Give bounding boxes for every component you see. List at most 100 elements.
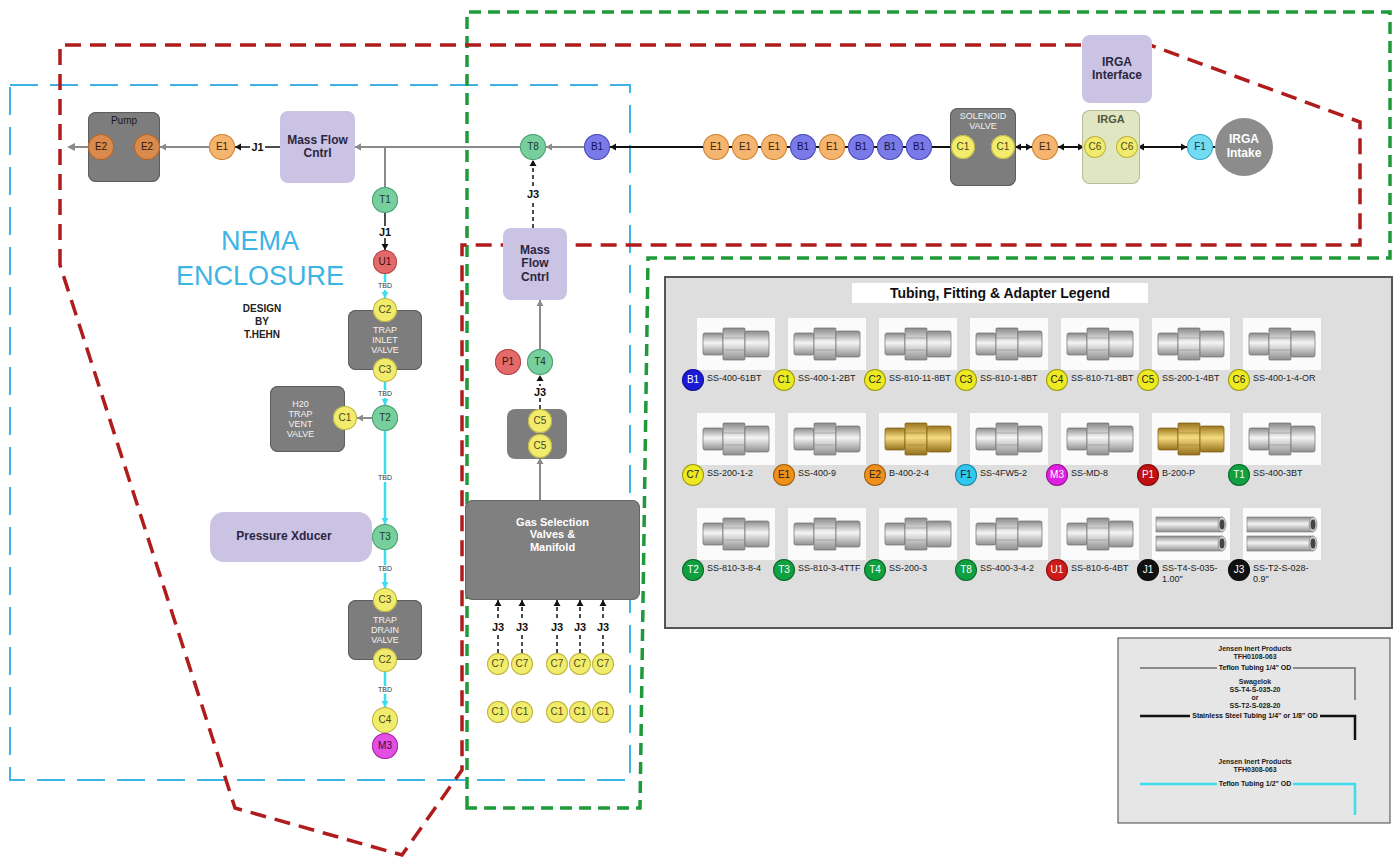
node-text: E2 — [141, 141, 153, 153]
fitting-image — [1061, 508, 1139, 560]
legend-swatch: E1 — [773, 464, 795, 486]
fitting-circle: C7 — [592, 653, 614, 675]
part-number: SS-200-3 — [889, 563, 927, 574]
fitting-circle: B1 — [790, 134, 816, 160]
part-number: SS-810-3-8-4 — [707, 563, 761, 574]
fitting-code: C6 — [1233, 375, 1246, 385]
part-number: SS-200-1-4BT — [1162, 373, 1220, 384]
pipe-connector — [357, 415, 372, 422]
pipe-connector — [160, 144, 209, 151]
legend-swatch: C1 — [773, 369, 795, 391]
arrowhead — [537, 375, 544, 381]
legend-swatch: C7 — [682, 464, 704, 486]
fitting-image — [1152, 318, 1230, 370]
fitting-code: J1 — [1143, 565, 1154, 575]
part-number: SS-400-3BT — [1253, 468, 1303, 479]
fitting-image — [970, 413, 1048, 465]
fitting-code: U1 — [1051, 565, 1064, 575]
pipe-label: J1 — [378, 226, 392, 238]
fitting-circle: B1 — [877, 134, 903, 160]
legend-swatch: C5 — [1137, 369, 1159, 391]
fitting-circle: C1 — [569, 701, 591, 723]
fitting-circle: E2 — [88, 134, 114, 160]
node-text: C1 — [339, 412, 352, 424]
node-text: IRGA — [1097, 113, 1125, 125]
node-text: T3 — [379, 531, 391, 543]
fitting-circle: F1 — [1187, 134, 1213, 160]
node-text: C1 — [997, 141, 1010, 153]
fitting-circle: C6 — [1116, 136, 1138, 158]
tubing-note: SS-T4-S-035-20 — [1230, 686, 1281, 694]
arrowhead — [537, 300, 544, 306]
tubing-note: or — [1252, 694, 1259, 702]
fitting-circle: C4 — [372, 707, 398, 733]
fitting-code: T3 — [778, 565, 790, 575]
fitting-image — [879, 413, 957, 465]
pipe-label: TBD — [377, 474, 393, 482]
node-text: C7 — [597, 658, 610, 670]
node-text: E1 — [1039, 141, 1051, 153]
tubing-legend-text: Stainless Steel Tubing 1/4" or 1/8" OD — [1190, 712, 1320, 720]
fitting-circle: C2 — [373, 298, 397, 322]
fitting-image — [1243, 413, 1321, 465]
fitting-circle: C5 — [528, 434, 552, 458]
node-text: C1 — [597, 706, 610, 718]
valve-box: SOLENOID VALVEC1C1 — [950, 108, 1016, 186]
tubing-image — [1152, 508, 1230, 560]
legend-title: Tubing, Fitting & Adapter Legend — [890, 285, 1110, 301]
part-number: SS-810-1-8BT — [980, 373, 1038, 384]
node-text: E2 — [95, 141, 107, 153]
node-text: B1 — [855, 141, 867, 153]
fitting-circle: T3 — [372, 524, 398, 550]
part-number: SS-T4-S-035-1.00" — [1162, 563, 1228, 585]
legend-swatch: J1 — [1137, 559, 1159, 581]
node-text: C3 — [379, 594, 392, 606]
part-number: SS-400-9 — [798, 468, 836, 479]
node-text: C7 — [574, 658, 587, 670]
node-text: B1 — [884, 141, 896, 153]
part-number: SS-400-1-4-OR — [1253, 373, 1316, 384]
fitting-circle: C1 — [951, 135, 975, 159]
fitting-circle: B1 — [584, 134, 610, 160]
fitting-circle: E1 — [732, 134, 758, 160]
fitting-circle: T8 — [520, 134, 546, 160]
pipe-connector — [1058, 144, 1084, 151]
node-text: Pressure Xducer — [236, 530, 331, 543]
fitting-image — [697, 508, 775, 560]
node-text: T2 — [379, 412, 391, 424]
arrowhead — [495, 600, 502, 606]
part-number: SS-810-3-4TTF — [798, 563, 861, 574]
fitting-code: C4 — [1051, 375, 1064, 385]
fitting-code: T4 — [869, 565, 881, 575]
fitting-circle: C7 — [487, 653, 509, 675]
fitting-code: C2 — [869, 375, 882, 385]
fitting-code: E1 — [778, 470, 790, 480]
arrowhead — [235, 144, 241, 151]
intake-circle: IRGA Intake — [1215, 118, 1273, 176]
node-text: C7 — [551, 658, 564, 670]
legend-swatch: C6 — [1228, 369, 1250, 391]
tubing-legend-text: Teflon Tubing 1/4" OD — [1217, 664, 1294, 672]
part-number: SS-T2-S-028-0.9" — [1253, 563, 1319, 585]
node-text: B1 — [913, 141, 925, 153]
fitting-code: C7 — [687, 470, 700, 480]
pipe-line — [610, 146, 703, 148]
legend-swatch: E2 — [864, 464, 886, 486]
pipe-connector — [537, 458, 544, 500]
tubing-sample-line — [1140, 668, 1355, 700]
node-text: C5 — [534, 440, 547, 452]
tubing-sample-line — [1140, 784, 1355, 815]
fitting-code: M3 — [1050, 470, 1064, 480]
legend-swatch: B1 — [682, 369, 704, 391]
valve-box: TRAP INLET VALVEC2C3 — [348, 310, 422, 370]
fitting-image — [1061, 413, 1139, 465]
fitting-image — [1061, 318, 1139, 370]
node-text: E1 — [739, 141, 751, 153]
arrowhead — [160, 144, 166, 151]
pipe-label: TBD — [377, 390, 393, 398]
pipe-connector — [1015, 144, 1032, 151]
exhaust-arrowhead — [67, 143, 75, 151]
node-text: E1 — [710, 141, 722, 153]
part-number: SS-810-6-4BT — [1071, 563, 1129, 574]
pipe-label: TBD — [377, 565, 393, 573]
